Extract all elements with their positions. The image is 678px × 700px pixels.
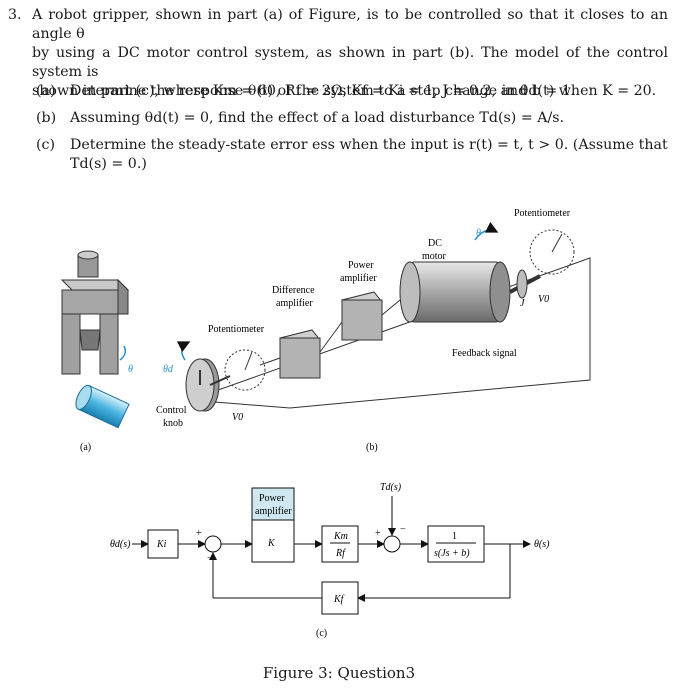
- sum2-minus: −: [400, 524, 406, 535]
- question-parts: (a) Determine the response θ(t) of the s…: [18, 82, 668, 182]
- summing-junction-2: [383, 535, 401, 553]
- part-b-fig-label: (b): [366, 442, 378, 453]
- v0-left-label: V0: [232, 412, 243, 423]
- block-power-2: amplifier: [255, 506, 292, 517]
- theta-label: θ: [476, 228, 481, 239]
- statement-line-1: A robot gripper, shown in part (a) of Fi…: [32, 7, 668, 42]
- input-label: θd(s): [110, 539, 131, 550]
- statement-line-3: shown in part (c), where Km = 60, Rf = 2…: [32, 83, 576, 99]
- k-block: [251, 519, 295, 563]
- diff-amp-label-2: amplifier: [276, 298, 313, 309]
- disturbance-label: Td(s): [380, 482, 402, 493]
- block-diagram: θd(s) Ki + − Power amplifier K Km Rf + −…: [110, 482, 550, 615]
- km-label: Km: [333, 531, 348, 542]
- plant-num: 1: [452, 531, 457, 542]
- figure-caption: Figure 3: Question3: [262, 664, 416, 682]
- part-b-text: Assuming θd(t) = 0, find the effect of a…: [70, 110, 565, 126]
- part-a-label: (a): [36, 83, 56, 99]
- kf-label: Kf: [333, 594, 345, 605]
- part-c-text-2: Td(s) = 0.): [70, 156, 147, 172]
- plant-den: s(Js + b): [434, 548, 470, 559]
- figure: θ (a) θd Control knob Potentiometer V0 D…: [60, 208, 591, 639]
- problem-number: 3.: [8, 7, 22, 23]
- v0-right-label: V0: [538, 294, 549, 305]
- dc-motor-system-illustration: θd Control knob Potentiometer V0 Differe…: [156, 208, 591, 429]
- potentiometer-top-label: Potentiometer: [514, 208, 571, 219]
- sum1-plus: +: [196, 528, 202, 539]
- block-power-1: Power: [259, 493, 285, 504]
- gripper-theta-label: θ: [128, 364, 133, 375]
- part-c: (c) Determine the steady-state error ess…: [18, 136, 668, 174]
- part-c-text: Determine the steady-state error ess whe…: [70, 137, 668, 153]
- ki-block: [147, 529, 179, 559]
- j-label: J: [520, 298, 525, 309]
- rf-label: Rf: [335, 548, 346, 559]
- summing-junction-1: [204, 535, 222, 553]
- part-a-fig-label: (a): [80, 442, 91, 453]
- power-amp-label-2: amplifier: [340, 273, 377, 284]
- theta-d-label: θd: [163, 364, 174, 375]
- k-label: K: [267, 538, 276, 549]
- potentiometer-left-label: Potentiometer: [208, 324, 265, 335]
- control-label-2: knob: [163, 418, 183, 429]
- control-label-1: Control: [156, 405, 187, 416]
- feedback-signal-label: Feedback signal: [452, 348, 517, 359]
- kf-block: [321, 581, 359, 615]
- diff-amp-label-1: Difference: [272, 285, 315, 296]
- output-label: θ(s): [534, 539, 550, 550]
- dc-motor-label-2: motor: [422, 251, 447, 262]
- part-c-fig-label: (c): [316, 628, 327, 639]
- ki-label: Ki: [156, 539, 167, 550]
- part-a: (a) Determine the response θ(t) of the s…: [18, 82, 668, 101]
- sum2-plus: +: [375, 528, 381, 539]
- part-a-text: Determine the response θ(t) of the syste…: [70, 83, 657, 99]
- dc-motor-label-1: DC: [428, 238, 442, 249]
- sum1-minus: −: [207, 553, 213, 564]
- power-amp-label-1: Power: [348, 260, 374, 271]
- problem-statement: A robot gripper, shown in part (a) of Fi…: [32, 6, 668, 101]
- part-b: (b) Assuming θd(t) = 0, find the effect …: [18, 109, 668, 128]
- robot-gripper-illustration: θ: [60, 250, 133, 429]
- plant-block: [427, 525, 485, 563]
- part-c-label: (c): [36, 137, 56, 153]
- part-b-label: (b): [36, 110, 57, 126]
- statement-line-2: by using a DC motor control system, as s…: [32, 45, 668, 80]
